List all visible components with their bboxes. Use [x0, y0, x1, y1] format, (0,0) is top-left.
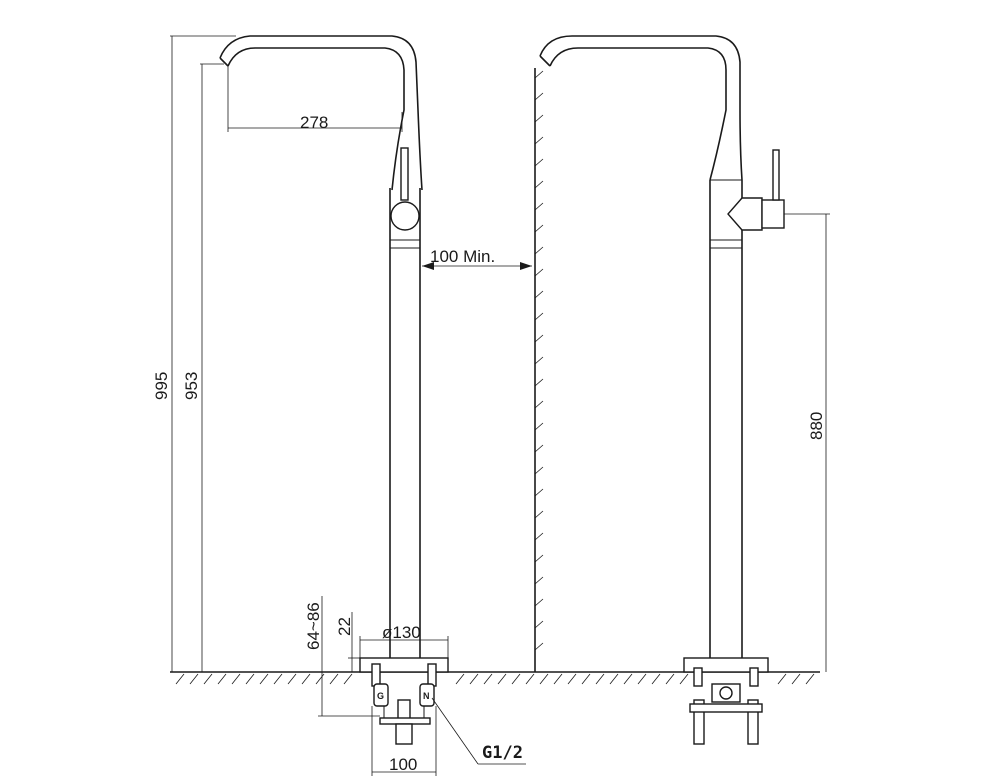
wall-hatch-line [534, 642, 544, 651]
dim-connection-spacing: 100 [389, 755, 417, 774]
dimensions-front: 995 953 278 100 Min. ø130 22 64~86 100 [152, 35, 532, 776]
floor-hatching [175, 673, 815, 685]
floor-hatch-line [665, 673, 675, 685]
wall-hatch-line [534, 246, 544, 255]
dimensions-side: 880 [784, 213, 830, 672]
floor-hatch-line [791, 673, 801, 685]
wall-hatching [534, 70, 544, 651]
floor-hatch-line [469, 673, 479, 685]
floor-hatch-line [777, 673, 787, 685]
dim-handle-height: 880 [807, 412, 826, 440]
inlet-left-mark: G [377, 691, 384, 701]
wall-hatch-line [534, 202, 544, 211]
floor-hatch-line [637, 673, 647, 685]
thread-callout: G1/2 [482, 743, 523, 763]
floor-hatch-line [581, 673, 591, 685]
wall-hatch-line [534, 598, 544, 607]
floor-hatch-line [623, 673, 633, 685]
floor-hatch-line [553, 673, 563, 685]
floor-hatch-line [203, 673, 213, 685]
wall-hatch-line [534, 576, 544, 585]
wall-hatch-line [534, 466, 544, 475]
floor-hatch-line [343, 673, 353, 685]
floor-hatch-line [315, 673, 325, 685]
wall-hatch-line [534, 356, 544, 365]
wall-hatch-line [534, 488, 544, 497]
floor-hatch-line [525, 673, 535, 685]
wall-hatch-line [534, 268, 544, 277]
floor-hatch-line [231, 673, 241, 685]
wall-hatch-line [534, 334, 544, 343]
floor-hatch-line [679, 673, 689, 685]
front-view-faucet: G N [219, 35, 449, 745]
dim-base-thickness: 22 [335, 617, 354, 636]
dim-outlet-height: 953 [182, 372, 201, 400]
floor-hatch-line [483, 673, 493, 685]
wall [534, 68, 544, 672]
dim-spout-reach: 278 [300, 113, 328, 132]
wall-hatch-line [534, 510, 544, 519]
wall-hatch-line [534, 444, 544, 453]
side-view-faucet [539, 35, 785, 745]
floor-hatch-line [539, 673, 549, 685]
floor-hatch-line [511, 673, 521, 685]
floor-hatch-line [189, 673, 199, 685]
wall-hatch-line [534, 554, 544, 563]
wall-hatch-line [534, 158, 544, 167]
wall-hatch-line [534, 422, 544, 431]
floor-hatch-line [301, 673, 311, 685]
floor-hatch-line [805, 673, 815, 685]
floor-hatch-line [609, 673, 619, 685]
floor-hatch-line [259, 673, 269, 685]
floor-hatch-line [273, 673, 283, 685]
floor-hatch-line [567, 673, 577, 685]
wall-hatch-line [534, 70, 544, 79]
wall-hatch-line [534, 224, 544, 233]
dim-base-diameter: ø130 [382, 623, 421, 642]
floor-hatch-line [217, 673, 227, 685]
floor-hatch-line [455, 673, 465, 685]
wall-hatch-line [534, 136, 544, 145]
floor [170, 671, 820, 685]
floor-hatch-line [245, 673, 255, 685]
wall-hatch-line [534, 378, 544, 387]
wall-hatch-line [534, 620, 544, 629]
floor-hatch-line [651, 673, 661, 685]
dim-underfloor-range: 64~86 [304, 602, 323, 650]
wall-hatch-line [534, 114, 544, 123]
wall-hatch-line [534, 400, 544, 409]
wall-hatch-line [534, 180, 544, 189]
dim-wall-clearance: 100 Min. [430, 247, 495, 266]
wall-hatch-line [534, 532, 544, 541]
floor-hatch-line [595, 673, 605, 685]
floor-hatch-line [497, 673, 507, 685]
floor-hatch-line [287, 673, 297, 685]
wall-hatch-line [534, 290, 544, 299]
wall-hatch-line [534, 312, 544, 321]
wall-hatch-line [534, 92, 544, 101]
floor-hatch-line [329, 673, 339, 685]
inlet-right-mark: N [423, 691, 430, 701]
dim-total-height: 995 [152, 372, 171, 400]
floor-hatch-line [175, 673, 185, 685]
